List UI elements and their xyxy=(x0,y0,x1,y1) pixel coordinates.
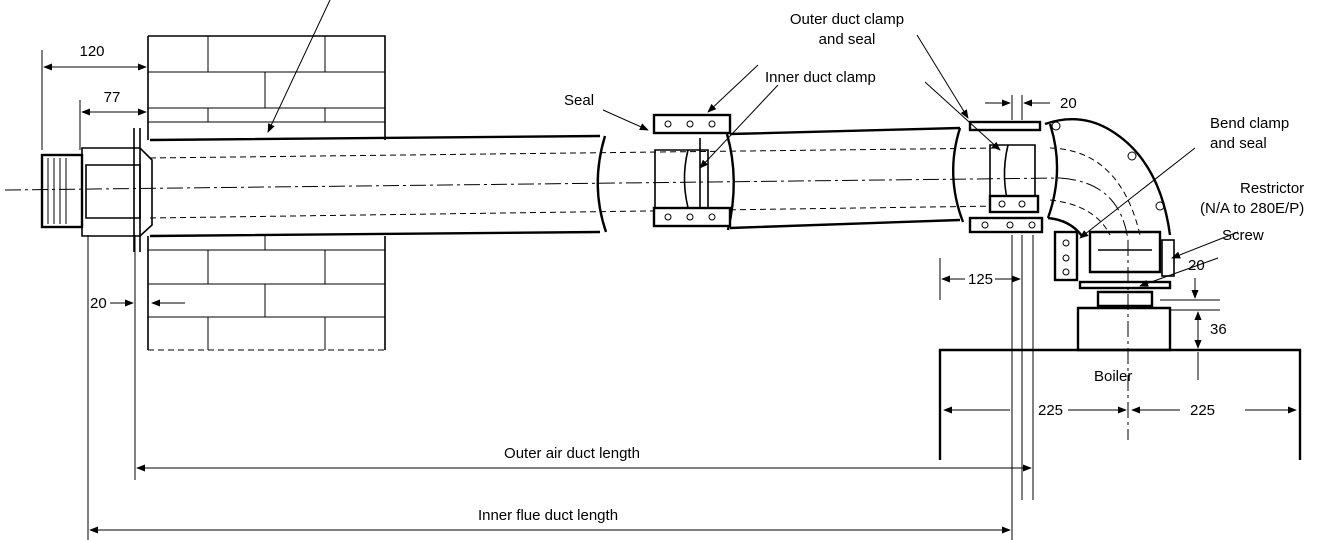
label-inner-duct-clamp: Inner duct clamp xyxy=(765,69,876,86)
dim-20-top: 20 xyxy=(1060,95,1077,112)
dimension-lines xyxy=(41,50,1297,540)
flue-bend xyxy=(1044,118,1172,241)
label-outer-air-duct-length: Outer air duct length xyxy=(504,445,640,462)
label-outer-duct-clamp-line2: and seal xyxy=(819,31,876,48)
label-outer-duct-clamp: Outer duct clamp xyxy=(790,11,904,28)
boiler-casing xyxy=(938,348,1302,460)
wall-brickwork-upper xyxy=(147,35,386,140)
label-restrictor-line2: (N/A to 280E/P) xyxy=(1200,200,1304,217)
label-bend-clamp-line2: and seal xyxy=(1210,135,1267,152)
dim-125: 125 xyxy=(968,271,993,288)
label-screw: Screw xyxy=(1222,227,1264,244)
outer-duct-clamp-right xyxy=(968,120,1044,234)
outer-duct-clamp-left xyxy=(652,113,732,228)
leader-lines xyxy=(267,0,1239,287)
dim-225-left: 225 xyxy=(1038,402,1063,419)
label-boiler: Boiler xyxy=(1094,368,1132,385)
label-restrictor: Restrictor xyxy=(1240,180,1304,197)
label-seal: Seal xyxy=(564,92,594,109)
duct-body xyxy=(4,123,1061,238)
boiler-connection xyxy=(1053,230,1175,440)
flue-terminal xyxy=(40,128,153,252)
label-inner-flue-duct-length: Inner flue duct length xyxy=(478,507,618,524)
dim-36: 36 xyxy=(1210,321,1227,338)
dim-77: 77 xyxy=(104,89,121,106)
wall-brickwork-lower xyxy=(147,236,386,351)
label-bend-clamp: Bend clamp xyxy=(1210,115,1289,132)
dim-20-right: 20 xyxy=(1188,257,1205,274)
dim-225-right: 225 xyxy=(1190,402,1215,419)
dim-120: 120 xyxy=(79,43,104,60)
dim-20-left: 20 xyxy=(90,295,107,312)
